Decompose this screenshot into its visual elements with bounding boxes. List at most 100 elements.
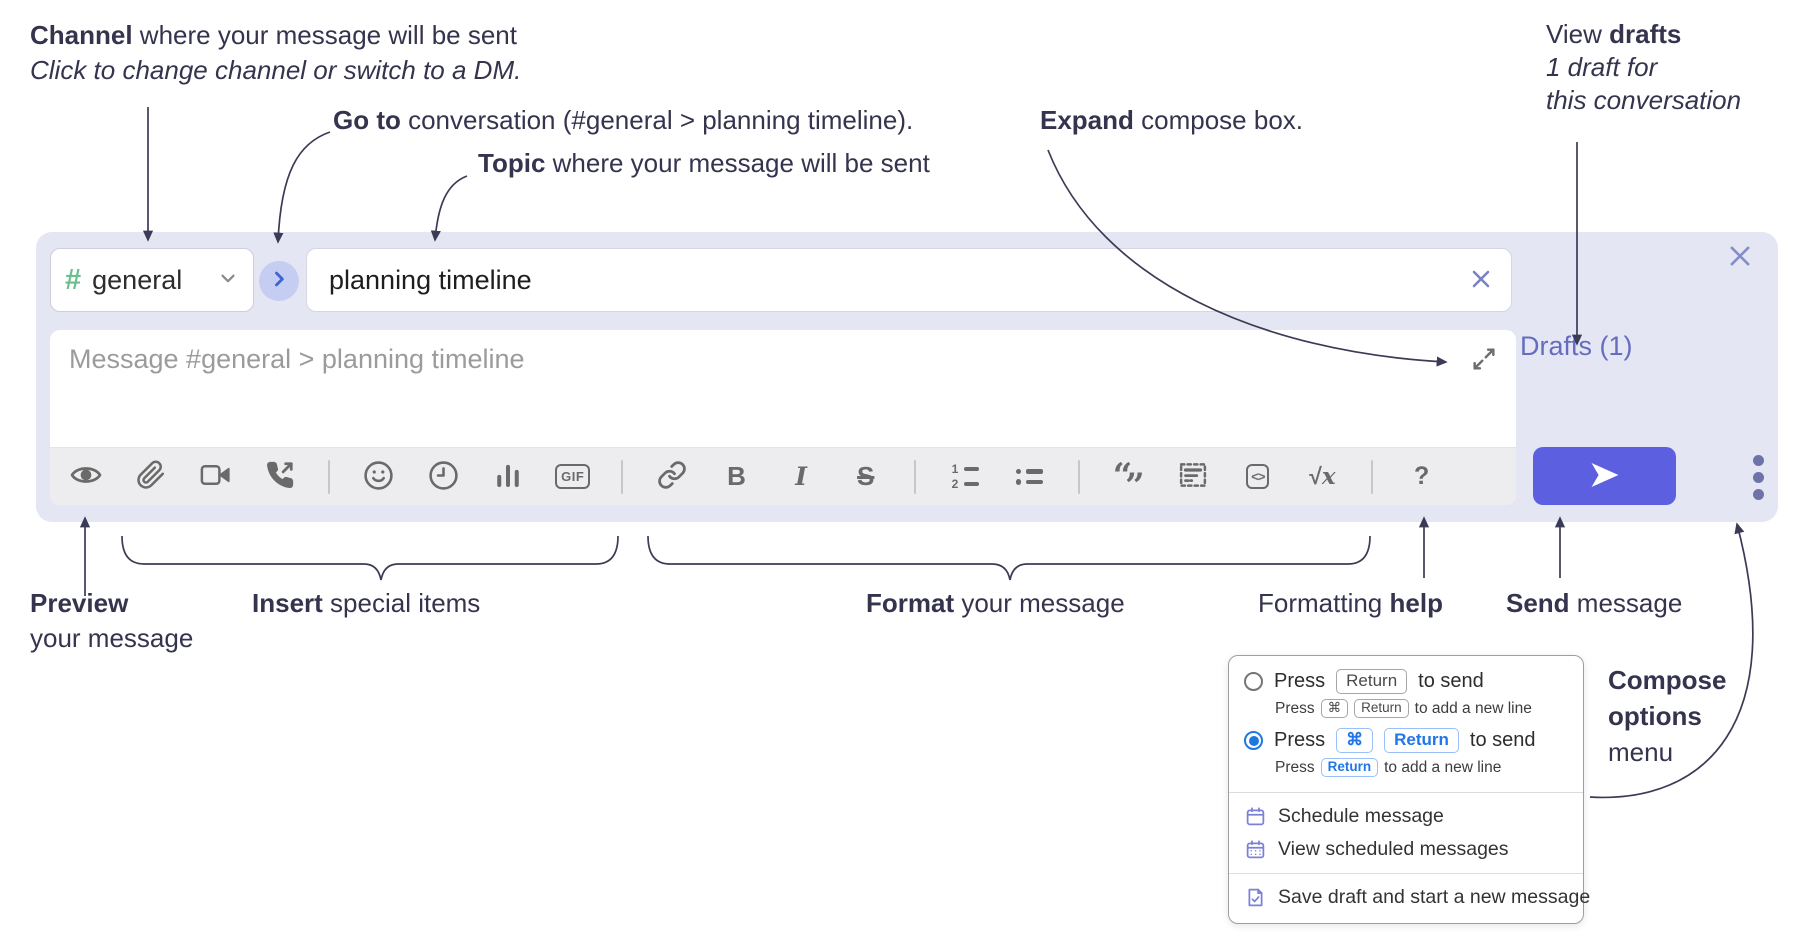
radio-unselected-icon[interactable] <box>1244 672 1263 691</box>
annotation-drafts-line3: this conversation <box>1546 85 1742 115</box>
close-icon <box>1726 242 1754 273</box>
annotation-insert: Insert special items <box>252 586 480 621</box>
spoiler-button[interactable] <box>1177 460 1209 494</box>
math-icon: √x <box>1309 463 1336 490</box>
drafts-link[interactable]: Drafts (1) <box>1520 331 1633 361</box>
ellipsis-dot <box>1752 488 1764 500</box>
annotation-goto-bold: Go to <box>333 105 401 135</box>
math-button[interactable]: √x <box>1306 460 1338 494</box>
annotation-insert-bold: Insert <box>252 588 323 618</box>
eye-icon <box>70 459 102 494</box>
return-key-chip-blue: Return <box>1384 728 1459 753</box>
calendar-grid-icon <box>1244 839 1266 861</box>
code-button[interactable]: <> <box>1242 460 1274 494</box>
toolbar-divider <box>914 459 917 494</box>
cmd-enter-sends-option[interactable]: Press ⌘ Return to send <box>1229 726 1583 755</box>
annotation-drafts-pre: View <box>1546 19 1610 49</box>
enter-sends-option-subtext: Press ⌘ Return to add a new line <box>1229 696 1583 726</box>
bar-chart-icon <box>493 460 523 493</box>
topic-input-box <box>306 248 1512 312</box>
expand-compose-button[interactable] <box>1470 346 1498 374</box>
annotation-preview-bold: Preview <box>30 588 129 618</box>
strikethrough-icon: S <box>857 461 875 491</box>
annotation-channel-bold: Channel <box>30 20 133 50</box>
close-icon <box>1467 265 1495 296</box>
chevron-right-icon <box>269 269 289 294</box>
quote-button[interactable]: “” <box>1113 456 1145 506</box>
brace-format <box>647 535 1371 581</box>
save-draft-item[interactable]: Save draft and start a new message <box>1229 881 1590 914</box>
ellipsis-dot <box>1752 454 1764 466</box>
bold-button[interactable]: B <box>721 460 753 494</box>
code-icon: <> <box>1246 464 1270 489</box>
annotation-channel: Channel where your message will be sent … <box>30 18 521 88</box>
poll-button[interactable] <box>492 460 524 494</box>
cmd-key-chip: ⌘ <box>1320 699 1349 718</box>
annotation-formatting-help: Formatting help <box>1258 586 1443 621</box>
compose-options-menu-button[interactable] <box>1736 449 1780 505</box>
gif-button[interactable]: GIF <box>555 460 591 494</box>
view-scheduled-messages-item[interactable]: View scheduled messages <box>1229 833 1583 866</box>
start-video-call-button[interactable] <box>199 460 231 494</box>
message-area <box>50 330 1516 447</box>
bulleted-list-button[interactable] <box>1014 460 1046 494</box>
schedule-message-label: Schedule message <box>1278 805 1444 827</box>
return-key-chip: Return <box>1354 699 1409 718</box>
option2-pre: Press <box>1274 729 1326 751</box>
clock-icon <box>428 460 459 494</box>
insert-link-button[interactable] <box>656 460 688 494</box>
arrow-goto <box>273 131 331 244</box>
topic-input[interactable] <box>327 263 1467 297</box>
menu-divider <box>1229 792 1583 793</box>
compose-box: # general Drafts (1) <box>36 232 1778 522</box>
ellipsis-dot <box>1752 471 1764 483</box>
compose-options-popup: Press Return to send Press ⌘ Return to a… <box>1228 655 1590 924</box>
strikethrough-button[interactable]: S <box>850 460 882 494</box>
formatting-help-button[interactable]: ? <box>1406 460 1438 494</box>
annotation-compose-line2: options <box>1608 701 1702 731</box>
close-compose-button[interactable] <box>1726 243 1754 271</box>
italic-button[interactable]: I <box>785 460 817 494</box>
send-plane-icon <box>1588 458 1622 495</box>
preview-button[interactable] <box>70 460 102 494</box>
start-voice-call-button[interactable] <box>264 460 296 494</box>
emoji-button[interactable] <box>363 460 395 494</box>
toolbar-divider <box>328 459 331 494</box>
schedule-message-item[interactable]: Schedule message <box>1229 800 1583 833</box>
bold-icon: B <box>727 461 746 491</box>
go-to-conversation-button[interactable] <box>259 261 299 301</box>
annotation-expand: Expand compose box. <box>1040 103 1303 138</box>
cmd-enter-sends-option-subtext: Press Return to add a new line <box>1229 755 1583 785</box>
radio-selected-icon[interactable] <box>1244 731 1263 750</box>
option1-sub-post: to add a new line <box>1414 699 1532 717</box>
option2-sub-pre: Press <box>1275 758 1315 776</box>
annotation-expand-rest: compose box. <box>1133 105 1304 135</box>
option2-sub-post: to add a new line <box>1384 758 1502 776</box>
message-card: GIF B I S 12 “” <> √x ? <box>50 330 1516 505</box>
attach-file-button[interactable] <box>135 460 167 494</box>
clear-topic-button[interactable] <box>1467 265 1495 296</box>
annotation-compose-line3: menu <box>1608 737 1674 767</box>
send-button[interactable] <box>1533 447 1676 505</box>
annotation-topic-rest: where your message will be sent <box>545 148 930 178</box>
annotation-channel-sub: Click to change channel or switch to a D… <box>30 55 522 85</box>
message-input[interactable] <box>50 330 1516 447</box>
question-mark-icon: ? <box>1414 462 1430 490</box>
calendar-icon <box>1244 806 1266 828</box>
time-button[interactable] <box>428 460 460 494</box>
draft-check-icon <box>1244 887 1266 909</box>
channel-name: general <box>92 264 183 295</box>
channel-selector[interactable]: # general <box>50 248 254 312</box>
annotation-drafts-bold: drafts <box>1609 19 1682 49</box>
enter-sends-option[interactable]: Press Return to send <box>1229 667 1583 696</box>
arrow-topic <box>430 175 468 242</box>
annotation-drafts: View drafts 1 draft for this conversatio… <box>1546 18 1741 117</box>
return-key-chip-blue: Return <box>1320 758 1379 777</box>
annotation-goto: Go to conversation (#general > planning … <box>333 103 913 138</box>
annotation-preview-line2: your message <box>30 623 194 653</box>
annotation-insert-rest: special items <box>322 588 481 618</box>
option2-post: to send <box>1469 729 1536 751</box>
